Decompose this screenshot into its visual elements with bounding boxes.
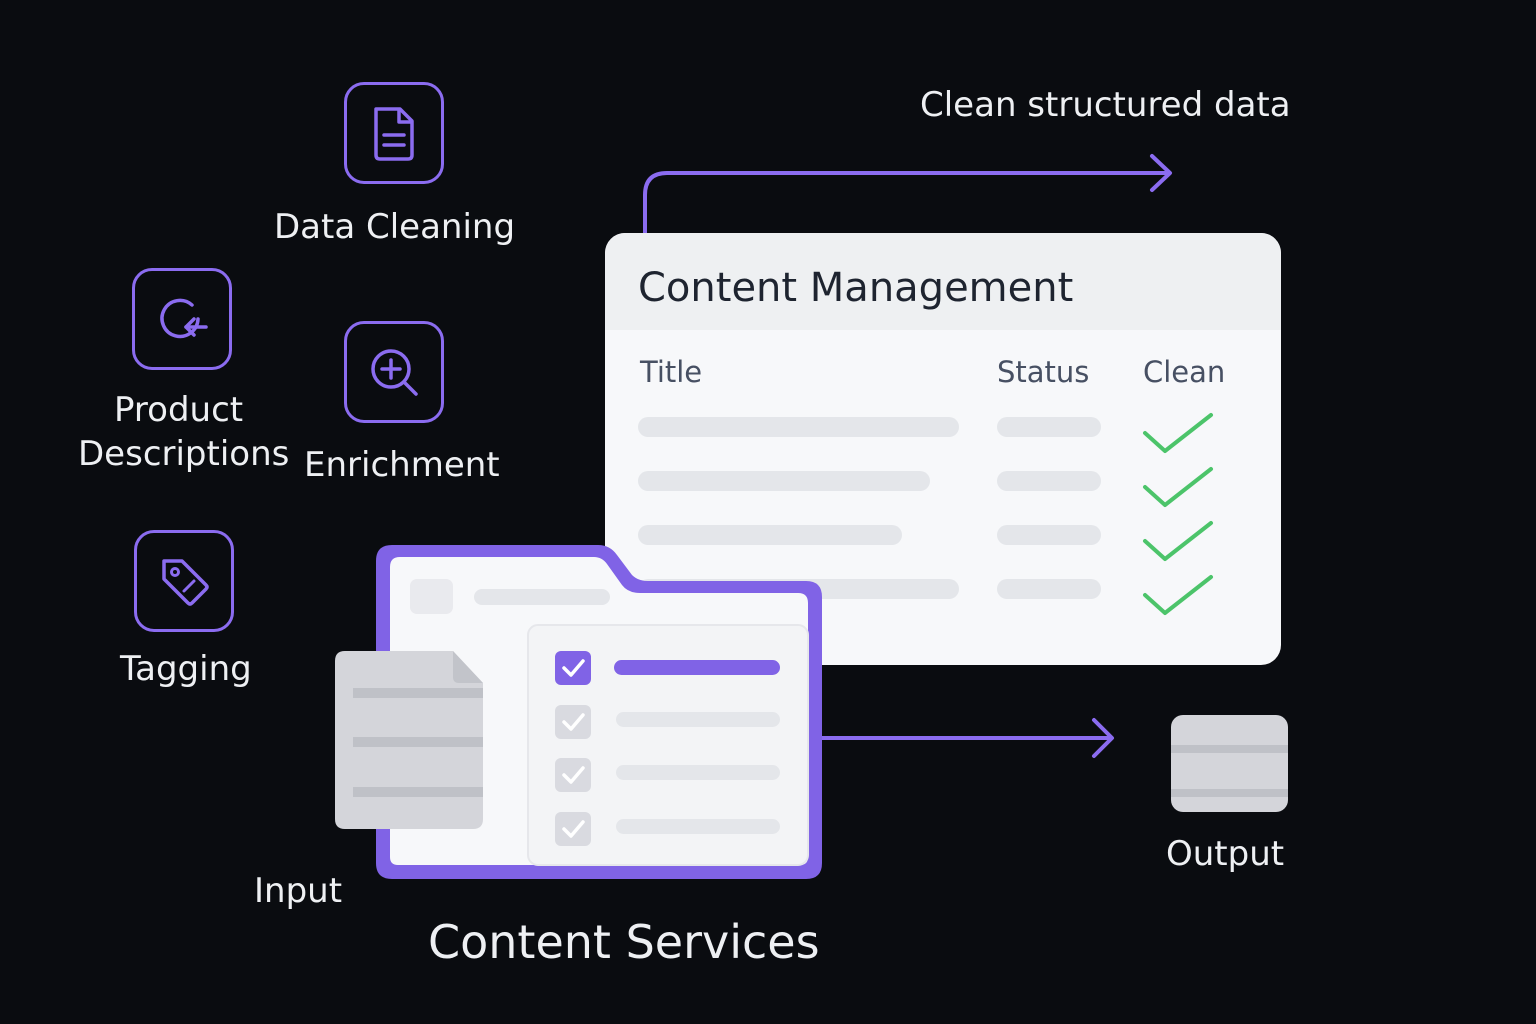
tagging-icon-box[interactable] bbox=[134, 530, 234, 632]
column-header-status: Status bbox=[997, 355, 1090, 389]
zoom-in-icon bbox=[371, 349, 418, 396]
input-label: Input bbox=[254, 871, 343, 911]
content-services-title: Content Services bbox=[428, 915, 820, 969]
document-icon bbox=[374, 107, 414, 161]
output-label: Output bbox=[1166, 834, 1285, 874]
top-arrow-label: Clean structured data bbox=[920, 85, 1291, 125]
folder-thumb bbox=[410, 579, 453, 614]
refresh-icon bbox=[160, 298, 208, 339]
checkbox bbox=[555, 705, 591, 739]
checkbox bbox=[555, 758, 591, 792]
row-4-status-bar bbox=[997, 579, 1101, 599]
content-management-title: Content Management bbox=[638, 265, 1074, 311]
check-icon bbox=[1143, 413, 1213, 453]
folder-header-bar bbox=[474, 589, 610, 605]
checklist-bar-active bbox=[614, 660, 780, 675]
enrichment-label: Enrichment bbox=[304, 445, 500, 485]
top-arrow-head bbox=[1150, 154, 1172, 192]
row-1-title-bar bbox=[638, 417, 959, 437]
data-cleaning-label: Data Cleaning bbox=[274, 207, 516, 247]
check-icon bbox=[1143, 467, 1213, 507]
row-1-status-bar bbox=[997, 417, 1101, 437]
checklist-bar bbox=[616, 819, 780, 834]
checkbox bbox=[555, 812, 591, 846]
content-services-folder bbox=[376, 545, 822, 879]
row-3-title-bar bbox=[638, 525, 902, 545]
row-2-title-bar bbox=[638, 471, 930, 491]
tagging-label: Tagging bbox=[120, 649, 252, 689]
checkbox-checked bbox=[555, 651, 591, 685]
column-header-title: Title bbox=[640, 355, 703, 389]
output-card bbox=[1171, 715, 1288, 812]
product-descriptions-label-line1: Product bbox=[114, 390, 244, 430]
row-2-status-bar bbox=[997, 471, 1101, 491]
checklist-bar bbox=[616, 712, 780, 727]
row-3-status-bar bbox=[997, 525, 1101, 545]
check-icon bbox=[1143, 521, 1213, 561]
checklist-bar bbox=[616, 765, 780, 780]
tag-icon bbox=[162, 559, 209, 606]
content-management-header bbox=[605, 233, 1281, 330]
enrichment-icon-box[interactable] bbox=[344, 321, 444, 423]
input-document-icon bbox=[335, 651, 483, 829]
output-arrow-head bbox=[1092, 718, 1114, 758]
check-icon bbox=[1143, 575, 1213, 615]
top-arrow-line bbox=[643, 171, 1168, 234]
column-header-clean: Clean bbox=[1143, 355, 1226, 389]
product-descriptions-label-line2: Descriptions bbox=[78, 434, 290, 474]
checklist-card bbox=[527, 624, 809, 866]
data-cleaning-icon-box[interactable] bbox=[344, 82, 444, 184]
product-descriptions-icon-box[interactable] bbox=[132, 268, 232, 370]
